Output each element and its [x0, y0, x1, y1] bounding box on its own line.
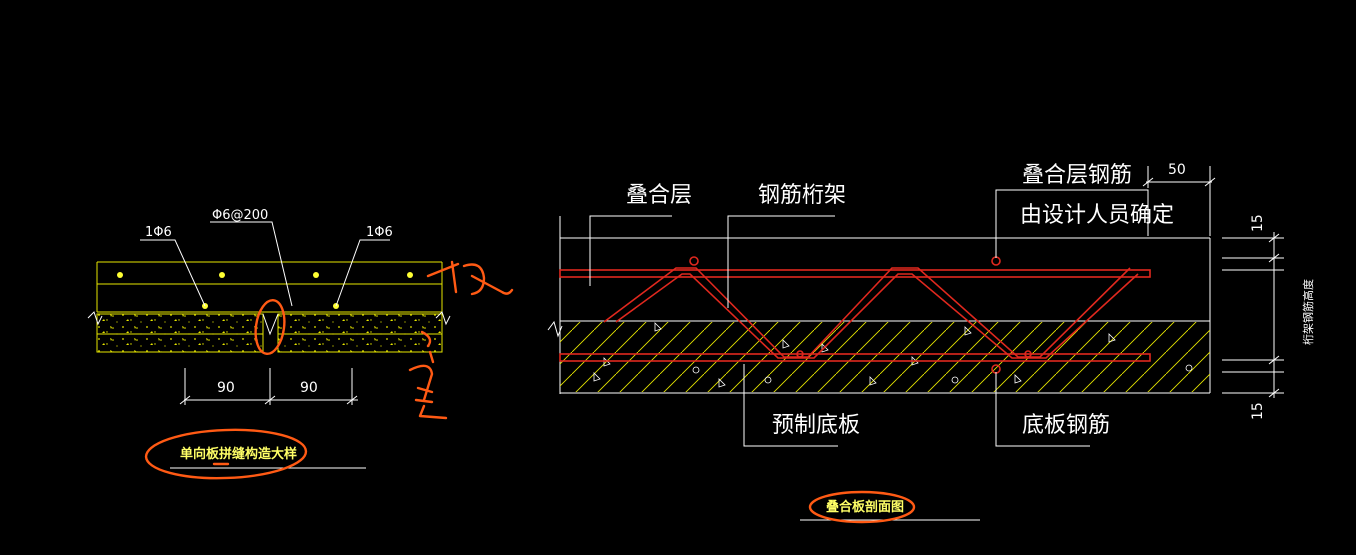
dim-right-90: 90	[300, 380, 318, 396]
label-composite-rebar-note: 由设计人员确定	[1020, 203, 1174, 228]
break-mark-left	[87, 311, 103, 326]
truss-web-inner	[615, 273, 1139, 359]
leader-slab-rebar	[995, 372, 1090, 447]
markup-handwriting-2	[408, 330, 448, 420]
handwritten-markup-left	[144, 260, 514, 480]
markup-circle-title	[144, 428, 308, 480]
precast-slab-left	[96, 313, 264, 353]
left-detail-title: 单向板拼缝构造大样	[180, 446, 297, 462]
dimension-line	[179, 368, 358, 405]
rebar-dot-1	[689, 256, 699, 266]
markup-circle-right-title	[808, 490, 916, 524]
leader-bar-right	[335, 239, 390, 307]
dim-left-90: 90	[217, 380, 235, 396]
markup-handwriting-1	[426, 260, 514, 296]
joint-v-groove	[262, 313, 279, 336]
precast-slab-right	[277, 313, 443, 353]
markup-circle-joint	[254, 298, 286, 356]
leader-precast-slab	[743, 364, 838, 447]
dimension-right	[1222, 232, 1284, 398]
aggregate-marks	[593, 322, 1193, 388]
rebar-red	[559, 256, 1151, 374]
label-precast-slab: 预制底板	[772, 413, 860, 438]
leader-bar-left	[140, 239, 206, 307]
break-mark-right	[435, 311, 451, 326]
break-mark	[547, 320, 563, 338]
leader-composite-layer	[589, 215, 672, 286]
precast-slab-hatch	[560, 322, 1210, 392]
rebar-dot-4	[796, 350, 804, 358]
leader-truss	[727, 215, 835, 308]
rebar-dot-2	[991, 256, 1001, 266]
leader-composite-rebar	[995, 189, 1149, 258]
label-slab-rebar: 底板钢筋	[1022, 413, 1110, 438]
label-bar-mid: Φ6@200	[212, 208, 268, 223]
label-truss-height: 桁架钢筋高度	[1301, 279, 1315, 345]
label-truss: 钢筋桁架	[758, 183, 846, 208]
label-composite-rebar: 叠合层钢筋	[1022, 163, 1132, 188]
top-chord-rebar	[559, 269, 1151, 278]
label-bar-right: 1Φ6	[366, 225, 393, 240]
dim-right-bottom-15: 15	[1250, 402, 1266, 420]
rebar-dot-5	[1024, 350, 1032, 358]
label-composite-layer: 叠合层	[626, 183, 692, 208]
dim-right-top-15: 15	[1250, 214, 1266, 232]
bottom-rebar	[559, 353, 1151, 362]
right-section-title: 叠合板剖面图	[826, 499, 904, 515]
left-joint-detail: 1Φ6 Φ6@200 1Φ6 90 90 单向板拼缝构造大样	[87, 208, 451, 469]
leader-bar-mid	[210, 221, 293, 307]
label-bar-left: 1Φ6	[145, 225, 172, 240]
right-section-detail: 叠合层 钢筋桁架 叠合层钢筋 由设计人员确定 预制底板 底板钢筋 50	[547, 162, 1315, 521]
dimension-top	[1142, 166, 1216, 236]
dim-top-50: 50	[1168, 162, 1186, 178]
